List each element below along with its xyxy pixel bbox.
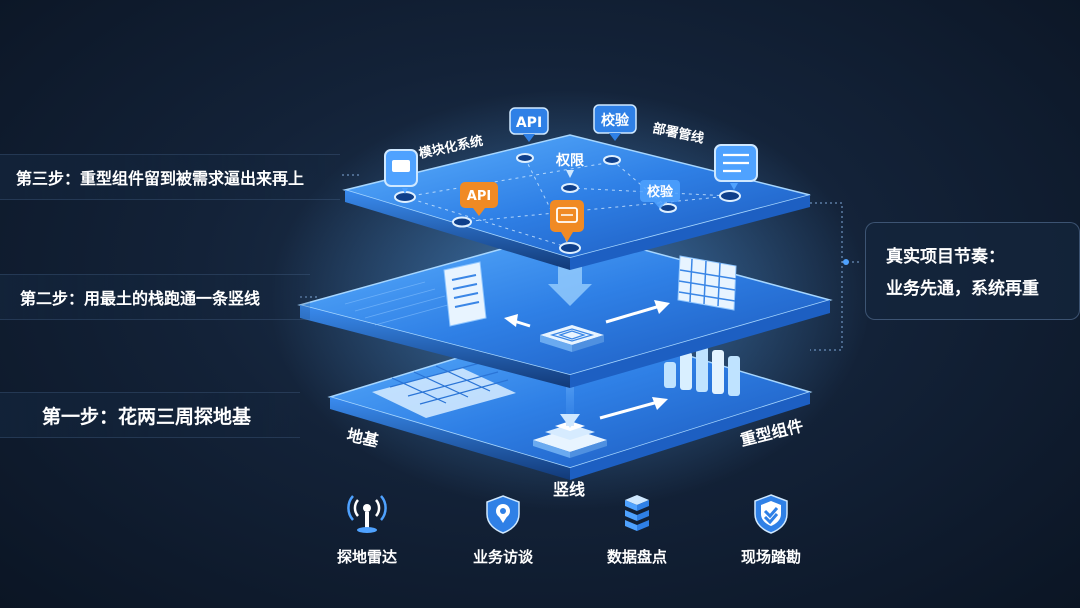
step-three-label: 第三步：重型组件留到被需求逼出来再上 (0, 154, 340, 200)
location-shield-icon (486, 495, 520, 534)
api-orange-tag: API (467, 189, 491, 204)
radar-tower-icon (347, 495, 387, 533)
bottom-item-radar: 探地雷达 (312, 492, 422, 567)
spreadsheet-icon (677, 255, 737, 311)
permission-tag: 权限 (555, 152, 584, 169)
step-one-label: 第一步：花两三周探地基 (0, 392, 300, 438)
foundation-grid (372, 362, 516, 418)
verify-top-tag: 校验 (601, 112, 630, 129)
api-blue-tag: API (516, 115, 542, 131)
document-icon (443, 261, 487, 327)
step-two-text: 第二步：用最土的栈跑通一条竖线 (20, 289, 261, 308)
permission-pin-marker (566, 170, 574, 178)
middle-grid-texture (344, 281, 456, 326)
connector-lines (300, 174, 862, 351)
bottom-label-site-survey: 现场踏勘 (740, 548, 801, 566)
step-two-label: 第二步：用最土的栈跑通一条竖线 (0, 274, 310, 320)
list-card-icon (714, 144, 758, 190)
middle-core-block (540, 325, 604, 352)
bottom-item-site-survey: 现场踏勘 (716, 492, 826, 567)
middle-layer (297, 229, 833, 388)
bottom-label-interview: 业务访谈 (472, 548, 533, 566)
beam-lower-arrow (560, 414, 580, 428)
api-blue-pin: API (509, 107, 549, 142)
step-one-text: 第一步：花两三周探地基 (42, 405, 252, 428)
callout-line-2: 业务先通，系统再重 (886, 279, 1039, 299)
project-rhythm-callout: 真实项目节奏： 业务先通，系统再重 (865, 222, 1080, 320)
verify-top-pin: 校验 (593, 104, 637, 141)
bar-chart-icon (664, 346, 740, 396)
api-orange-pin: API (460, 182, 498, 216)
bottom-label-radar: 探地雷达 (336, 548, 397, 566)
base-arrow-icon (599, 397, 668, 420)
code-orange-pin-icon (550, 200, 584, 242)
callout-line-1: 真实项目节奏： (886, 247, 1005, 267)
bottom-item-interview: 业务访谈 (448, 492, 558, 567)
database-icon (625, 495, 649, 531)
bottom-label-data-inventory: 数据盘点 (606, 548, 667, 566)
verify-mid-pin: 校验 (640, 180, 680, 209)
middle-arrow-right-icon (605, 300, 670, 324)
check-shield-icon (754, 494, 788, 534)
beam-upper-arrow (548, 258, 592, 306)
bottom-item-data-inventory: 数据盘点 (582, 492, 692, 567)
verify-mid-tag: 校验 (647, 184, 674, 200)
middle-arrow-left-icon (504, 314, 531, 328)
step-three-text: 第三步：重型组件留到被需求逼出来再上 (16, 169, 305, 188)
vertical-line-label: 竖线 (553, 480, 585, 499)
top-nodes (394, 153, 741, 254)
callout-connector-dot (843, 259, 849, 265)
window-card-icon (384, 149, 418, 194)
